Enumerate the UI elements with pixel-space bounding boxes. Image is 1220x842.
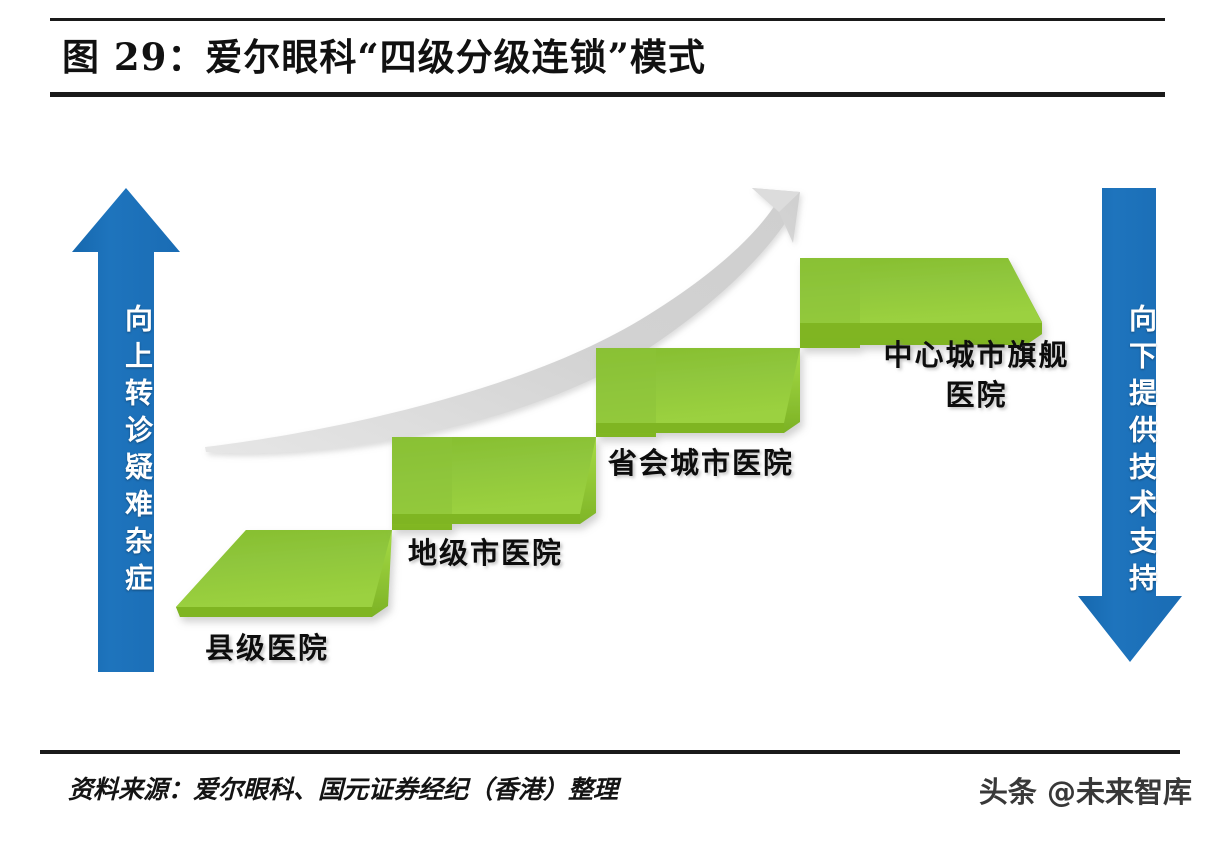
upward-referral-arrow-label: 向上转诊疑难杂症 [121,304,154,600]
downward-support-arrow [1078,188,1182,662]
page-title: 图 29：爱尔眼科“四级分级连锁”模式 [62,35,706,79]
upward-referral-arrow [72,188,180,672]
step-block-1 [392,437,596,530]
step-label-central-city-flagship-hospital: 中心城市旗舰 医院 [883,338,1070,412]
step-block-3 [800,258,1042,348]
step-label-prefecture-city-hospital: 地级市医院 [408,536,564,570]
title-top-rule [50,18,1165,21]
step-block-0 [176,530,392,617]
downward-support-arrow-label: 向下提供技术支持 [1125,304,1158,600]
title-bottom-rule [50,92,1165,97]
growth-curve-arrow [205,188,800,454]
source-rule [40,750,1180,754]
step-label-provincial-capital-hospital: 省会城市医院 [608,446,795,480]
watermark-label: 头条 @未来智库 [978,775,1192,809]
step-block-2 [596,348,800,437]
source-note: 资料来源：爱尔眼科、国元证券经纪（香港）整理 [68,775,619,804]
step-label-county-hospital: 县级医院 [205,631,330,665]
